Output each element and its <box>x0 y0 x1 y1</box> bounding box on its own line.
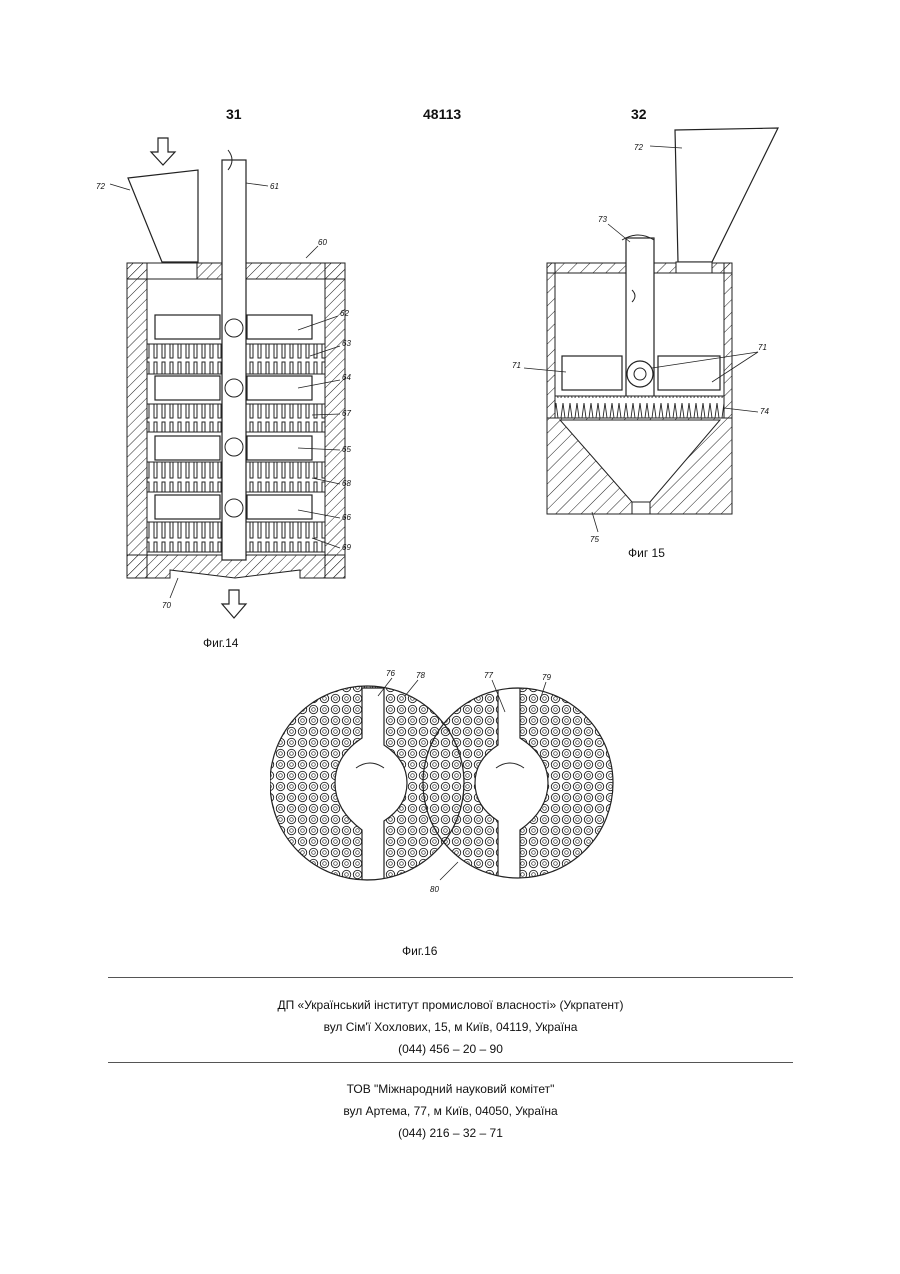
fig15-label-75: 75 <box>590 535 599 544</box>
fig16-label-78: 78 <box>416 671 425 680</box>
fig15-label-71a: 71 <box>512 361 521 370</box>
figure-15-drawing: 72 73 71 71 74 75 <box>500 120 790 550</box>
fig14-label-68: 68 <box>342 479 351 488</box>
printer-name: ТОВ "Міжнародний науковий комітет" <box>108 1078 793 1100</box>
printer-phone: (044) 216 – 32 – 71 <box>108 1122 793 1144</box>
footer-publisher: ДП «Український інститут промислової вла… <box>108 994 793 1060</box>
printer-address: вул Артема, 77, м Київ, 04050, Україна <box>108 1100 793 1122</box>
fig15-label-72: 72 <box>634 143 643 152</box>
fig14-label-66: 66 <box>342 513 351 522</box>
page-number-left: 31 <box>226 106 242 122</box>
fig16-label-80: 80 <box>430 885 439 894</box>
figure-15-caption: Фиг 15 <box>628 546 665 560</box>
patent-number: 48113 <box>423 106 461 122</box>
fig14-label-62: 62 <box>340 309 349 318</box>
fig14-label-63: 63 <box>342 339 351 348</box>
figure-16-caption: Фиг.16 <box>402 944 437 958</box>
fig15-label-71b: 71 <box>758 343 767 352</box>
fig16-label-79: 79 <box>542 673 551 682</box>
figure-14-caption: Фиг.14 <box>203 636 238 650</box>
publisher-address: вул Сім'ї Хохлових, 15, м Київ, 04119, У… <box>108 1016 793 1038</box>
footer-divider-top <box>108 977 793 978</box>
fig16-label-77: 77 <box>484 671 493 680</box>
figure-14-drawing: 72 61 60 62 63 64 67 65 68 66 69 70 <box>90 130 380 630</box>
fig14-label-65: 65 <box>342 445 351 454</box>
fig14-label-64: 64 <box>342 373 351 382</box>
fig14-label-70: 70 <box>162 601 171 610</box>
fig14-label-69: 69 <box>342 543 351 552</box>
figure-16-drawing: 76 78 77 79 80 <box>270 660 630 910</box>
fig15-label-74: 74 <box>760 407 769 416</box>
fig15-label-73: 73 <box>598 215 607 224</box>
publisher-phone: (044) 456 – 20 – 90 <box>108 1038 793 1060</box>
footer-divider-bottom <box>108 1062 793 1063</box>
fig14-label-60: 60 <box>318 238 327 247</box>
fig16-label-76: 76 <box>386 669 395 678</box>
fig14-label-72: 72 <box>96 182 105 191</box>
fig14-label-61: 61 <box>270 182 279 191</box>
footer-printer: ТОВ "Міжнародний науковий комітет" вул А… <box>108 1078 793 1144</box>
publisher-name: ДП «Український інститут промислової вла… <box>108 994 793 1016</box>
fig14-label-67: 67 <box>342 409 351 418</box>
